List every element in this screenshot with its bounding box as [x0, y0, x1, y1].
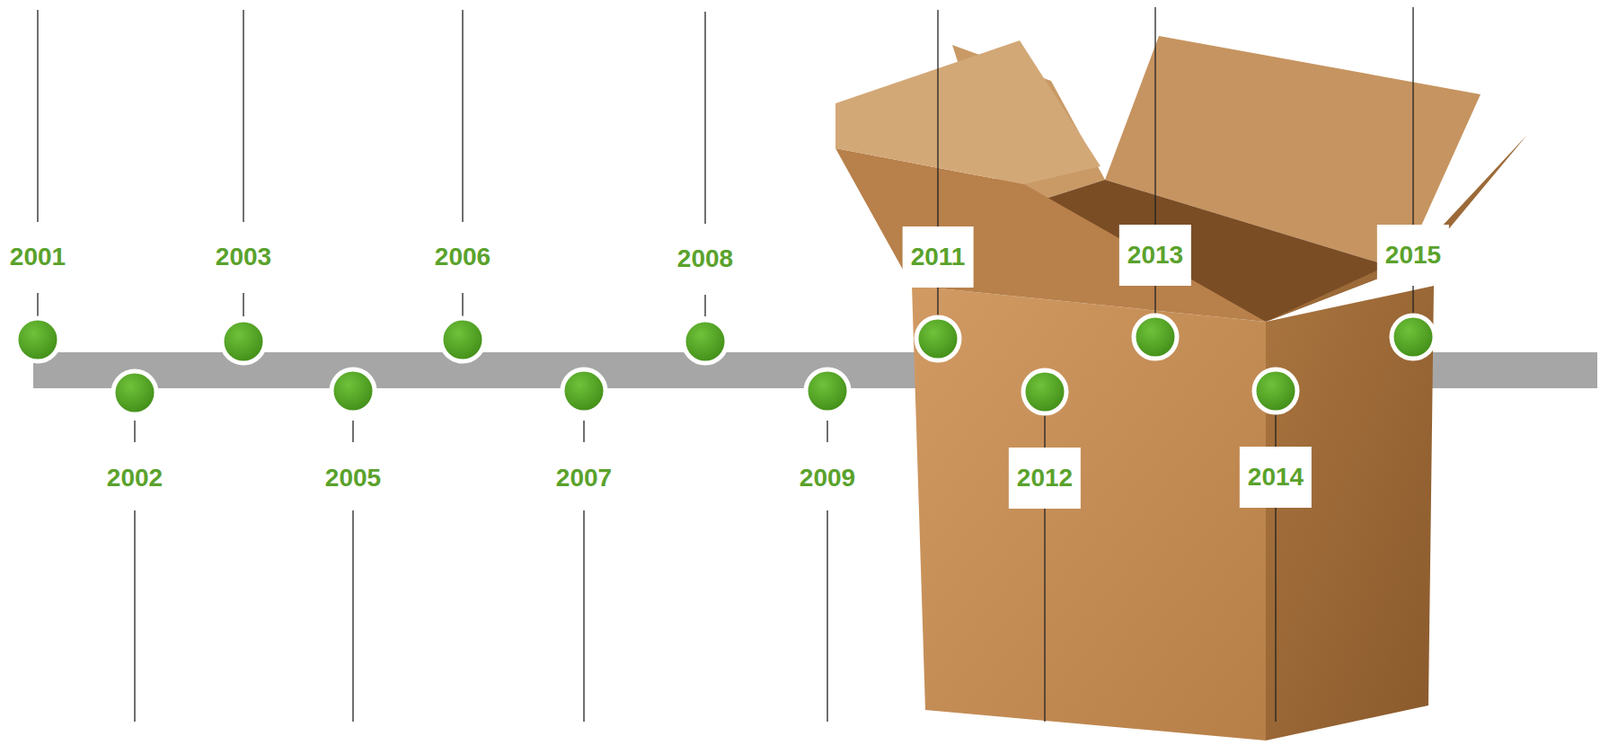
milestone-dot — [1133, 315, 1177, 359]
leader-line — [242, 9, 244, 222]
leader-line — [352, 510, 354, 722]
year-label: 2012 — [1008, 447, 1081, 509]
year-label: 2008 — [669, 228, 742, 290]
leader-line — [133, 420, 135, 442]
leader-line — [461, 9, 463, 222]
leader-line — [242, 292, 244, 317]
leader-line — [583, 510, 584, 722]
milestone-dot — [683, 319, 727, 363]
milestone-dot — [562, 369, 606, 413]
milestone-dot — [16, 318, 60, 362]
milestone-dot — [221, 319, 266, 363]
milestone-dots — [16, 315, 1435, 415]
box-left-flap — [835, 40, 1101, 185]
year-label: 2006 — [426, 226, 499, 288]
leader-line — [36, 9, 38, 222]
year-label: 2001 — [1, 226, 74, 288]
year-label: 2003 — [207, 226, 280, 288]
year-label: 2002 — [98, 447, 171, 509]
milestone-dot — [1254, 369, 1298, 413]
leader-line — [704, 11, 706, 224]
leader-lines — [37, 7, 1414, 722]
leader-line — [36, 292, 38, 317]
year-label: 2013 — [1119, 224, 1192, 286]
year-label: 2011 — [902, 226, 974, 288]
leader-line — [826, 510, 828, 722]
leader-line — [133, 510, 135, 722]
box-front-face — [911, 285, 1266, 741]
milestone-dot — [441, 318, 485, 362]
leader-line — [826, 420, 828, 442]
leader-line — [704, 294, 706, 317]
milestone-dot — [331, 369, 375, 413]
box-illustration — [835, 35, 1528, 741]
milestone-dot — [113, 371, 157, 415]
box-side-face — [1265, 285, 1434, 741]
year-label: 2015 — [1377, 224, 1450, 286]
year-label: 2007 — [548, 447, 620, 509]
year-label: 2009 — [791, 447, 864, 509]
milestone-dot — [1391, 315, 1435, 359]
milestone-dot — [805, 369, 849, 413]
milestone-dot — [1023, 370, 1067, 414]
year-label: 2005 — [317, 447, 389, 509]
leader-line — [583, 420, 584, 442]
year-label: 2014 — [1239, 446, 1312, 508]
box-right-flap — [1265, 134, 1528, 322]
leader-line — [461, 292, 463, 317]
milestone-dot — [916, 317, 960, 361]
leader-line — [352, 420, 354, 442]
